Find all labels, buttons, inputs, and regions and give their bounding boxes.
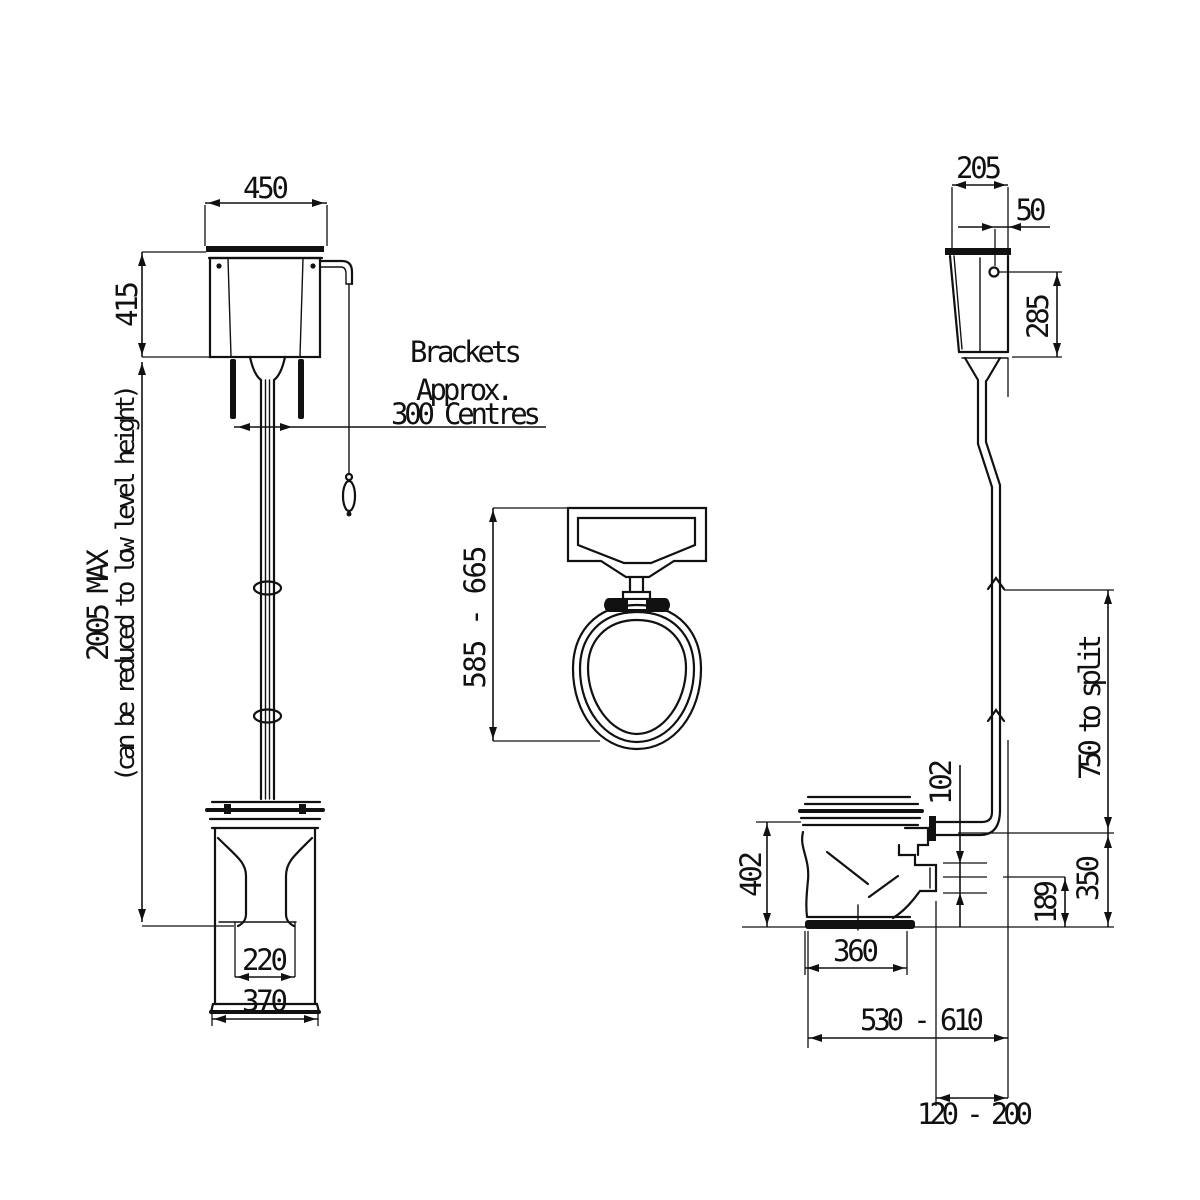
flush-pipe-side — [929, 379, 1006, 841]
dimensions-side: 205 50 285 750 to split 350 — [734, 151, 1114, 1131]
seat-mid-ring — [578, 610, 696, 744]
seat-hinge-left — [224, 804, 231, 814]
note-brackets-line1: Brackets — [410, 335, 522, 369]
dim-outlet-width: 220 — [242, 943, 288, 977]
dim-cistern-height: 415 — [110, 281, 144, 327]
dim-outlet-centre-height: 189 — [1029, 880, 1063, 924]
trap-line-1 — [825, 850, 870, 886]
dim-cistern-depth: 205 — [956, 151, 1002, 185]
plan-view: 585 - 665 — [458, 506, 708, 751]
side-view: 205 50 285 750 to split 350 — [734, 151, 1114, 1131]
dim-pan-base-depth: 360 — [833, 934, 879, 968]
note-brackets-line3: 300 Centres — [391, 397, 541, 431]
flush-pipe-front — [252, 378, 283, 801]
pipe-flange — [929, 816, 936, 841]
dim-pipe-centre-height: 350 — [1071, 855, 1105, 901]
dim-fixing-hole-offset: 50 — [1016, 193, 1047, 227]
dim-pan-base-width: 370 — [242, 984, 288, 1018]
chain-pull-handle — [341, 479, 357, 513]
dimensions-plan: 585 - 665 — [458, 507, 600, 742]
flush-bend-plan — [621, 576, 652, 601]
dim-max-height: 2005 MAX — [81, 548, 115, 661]
wall-brackets — [230, 359, 304, 419]
dim-cistern-width: 450 — [243, 171, 289, 205]
cistern-side — [945, 248, 1011, 382]
dimensions-front: 450 415 2005 MAX (can be reduced to low … — [81, 171, 546, 1026]
front-view: 450 415 2005 MAX (can be reduced to low … — [81, 171, 546, 1026]
pipe-break-mark-upper — [986, 576, 1006, 591]
dim-pipe-drop: 750 to split — [1073, 634, 1107, 780]
pipe-coupling-lower — [252, 708, 283, 724]
dim-fixing-hole-height: 285 — [1021, 293, 1055, 339]
pull-chain — [319, 259, 357, 517]
dim-outlet-to-wall: 120 - 200 — [917, 1097, 1033, 1131]
dim-pan-projection: 530 - 610 — [860, 1003, 984, 1037]
cistern-front — [206, 246, 324, 382]
trap-line-2 — [867, 874, 900, 899]
seat-outer-ring — [571, 603, 703, 751]
seat-plan — [571, 598, 703, 751]
dim-outlet-diameter: 102 — [924, 759, 958, 805]
pan-side — [798, 795, 938, 931]
chain-link — [344, 472, 354, 482]
cistern-plan — [566, 506, 708, 579]
fixing-hole — [988, 266, 1000, 278]
seat-inner-ring — [586, 618, 688, 736]
dim-pan-height: 402 — [734, 851, 768, 897]
pipe-break-mark-lower — [986, 708, 1006, 723]
seat-hinge-right — [299, 804, 306, 814]
note-brackets-line2: Approx. — [416, 373, 514, 407]
pipe-coupling-upper — [252, 580, 283, 596]
pan-front — [205, 800, 325, 1014]
dim-seat-projection: 585 - 665 — [458, 546, 492, 689]
dim-max-height-note: (can be reduced to low level height) — [111, 384, 141, 782]
